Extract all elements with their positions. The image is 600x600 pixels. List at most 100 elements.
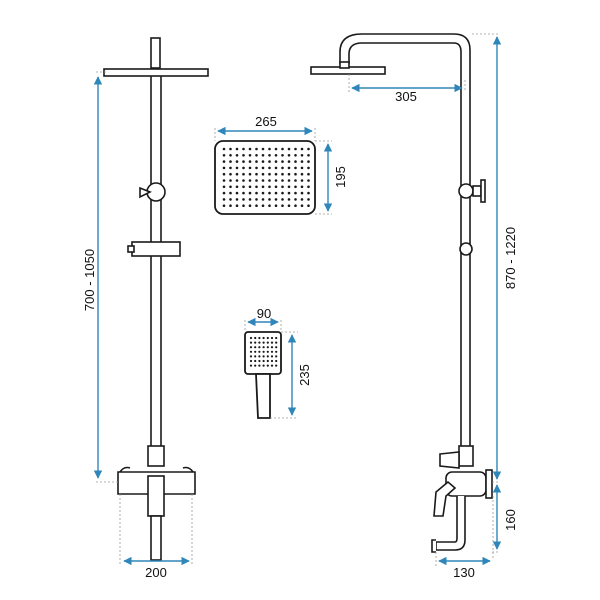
nozzle-dot — [229, 172, 232, 176]
nozzle-dot — [287, 160, 291, 163]
nozzle-dot — [242, 185, 245, 189]
nozzle-dot — [262, 350, 265, 353]
nozzle-dot — [222, 198, 226, 201]
nozzle-dot — [287, 191, 291, 195]
nozzle-dot — [222, 154, 226, 157]
nozzle-dot — [222, 179, 226, 182]
nozzle-dot — [274, 154, 278, 157]
side-mixer-body — [445, 471, 487, 497]
side-reach-label: 305 — [395, 89, 417, 104]
nozzle-dot — [274, 191, 278, 195]
nozzle-dot — [270, 350, 274, 353]
nozzle-dot — [307, 185, 310, 189]
nozzle-dot — [222, 191, 226, 195]
front-view — [103, 37, 209, 561]
nozzle-dot — [275, 359, 278, 363]
nozzle-dot — [294, 198, 297, 201]
side-diverter-knob — [458, 183, 474, 199]
nozzle-dot — [262, 341, 265, 344]
nozzle-dot — [229, 166, 232, 170]
side-arm-outer — [339, 33, 471, 448]
nozzle-dot — [255, 154, 258, 157]
nozzle-dot — [262, 346, 265, 349]
nozzle-dot — [275, 336, 278, 340]
nozzle-dot — [275, 341, 278, 344]
nozzle-dot — [281, 191, 284, 195]
nozzle-dot — [248, 154, 252, 157]
nozzle-dot — [294, 160, 297, 163]
front-top-pipe — [150, 37, 161, 69]
front-slider-bracket — [131, 241, 181, 257]
nozzle-dot — [262, 359, 265, 363]
nozzle-dot — [248, 198, 252, 201]
nozzle-dot — [229, 185, 232, 189]
nozzle-dot — [287, 204, 291, 207]
nozzle-dot — [281, 166, 284, 170]
nozzle-dot — [268, 154, 271, 157]
nozzle-dot — [248, 172, 252, 176]
nozzle-dot — [261, 166, 265, 170]
nozzle-dot — [235, 160, 239, 163]
nozzle-dot — [254, 350, 257, 353]
nozzle-dot — [229, 154, 232, 157]
nozzle-dot — [248, 160, 252, 163]
nozzle-dot — [270, 336, 274, 340]
nozzle-dot — [262, 355, 265, 358]
nozzle-dot — [281, 160, 284, 163]
front-lower-connector — [147, 445, 165, 467]
nozzle-dot — [229, 198, 232, 201]
nozzle-dot — [242, 204, 245, 207]
rain-head-top-view — [214, 140, 316, 215]
nozzle-dot — [235, 198, 239, 201]
nozzle-dot — [281, 154, 284, 157]
nozzle-dot — [281, 147, 284, 151]
hand-shower-nozzles — [249, 336, 278, 367]
nozzle-dot — [261, 160, 265, 163]
nozzle-dot — [222, 204, 226, 207]
nozzle-dot — [300, 204, 304, 207]
head-width-label: 265 — [255, 114, 277, 129]
nozzle-dot — [254, 364, 257, 367]
nozzle-dot — [274, 204, 278, 207]
nozzle-dot — [274, 198, 278, 201]
nozzle-dot — [275, 364, 278, 367]
nozzle-dot — [222, 172, 226, 176]
nozzle-dot — [254, 336, 257, 340]
nozzle-dot — [229, 160, 232, 163]
hand-shower — [244, 331, 282, 419]
nozzle-dot — [281, 172, 284, 176]
nozzle-dot — [266, 336, 269, 340]
nozzle-dot — [294, 179, 297, 182]
nozzle-dot — [300, 147, 304, 151]
nozzle-dot — [229, 147, 232, 151]
nozzle-dot — [275, 350, 278, 353]
nozzle-dot — [294, 185, 297, 189]
nozzle-dot — [300, 154, 304, 157]
nozzle-dot — [274, 172, 278, 176]
nozzle-dot — [268, 185, 271, 189]
nozzle-dot — [261, 191, 265, 195]
nozzle-dot — [270, 359, 274, 363]
nozzle-dot — [268, 204, 271, 207]
nozzle-dot — [258, 346, 261, 349]
spout-height-label: 160 — [503, 509, 518, 531]
nozzle-dot — [258, 341, 261, 344]
rain-head-dimensions — [217, 126, 333, 212]
side-hose-outlet — [439, 451, 460, 469]
nozzle-dot — [248, 204, 252, 207]
front-rain-head — [103, 68, 209, 77]
nozzle-dot — [235, 172, 239, 176]
nozzle-dot — [274, 166, 278, 170]
nozzle-dot — [274, 179, 278, 182]
nozzle-dot — [255, 147, 258, 151]
nozzle-dot — [281, 179, 284, 182]
nozzle-dot — [307, 172, 310, 176]
nozzle-dot — [307, 166, 310, 170]
side-slider-bracket — [459, 242, 473, 256]
nozzle-dot — [261, 147, 265, 151]
nozzle-dot — [249, 336, 253, 340]
side-head-connector — [339, 61, 350, 69]
nozzle-dot — [258, 336, 261, 340]
nozzle-dot — [307, 154, 310, 157]
